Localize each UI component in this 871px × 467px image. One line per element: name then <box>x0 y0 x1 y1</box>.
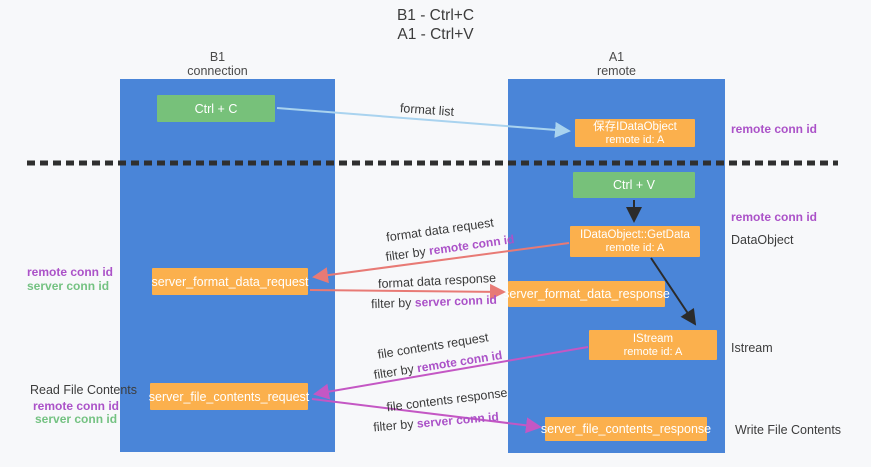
annotation-write-file-contents: Write File Contents <box>735 423 842 437</box>
node-save-idataobject: 保存IDataObject remote id: A <box>575 119 695 147</box>
node-server-file-contents-request: server_file_contents_request <box>149 383 309 410</box>
annotation-istream: Istream <box>731 341 773 355</box>
title-line-1: B1 - Ctrl+C <box>396 7 475 24</box>
node-idataobject-getdata: IDataObject::GetData remote id: A <box>570 226 700 257</box>
column-a1-name: A1 <box>608 50 625 64</box>
annotation-remote-conn-id-top: remote conn id <box>731 122 818 136</box>
column-b1-name: B1 <box>209 50 226 64</box>
filter-by-text: filter by <box>370 295 416 312</box>
node-save-idataobject-remote-id: remote id: A <box>605 133 665 146</box>
filter-by-text: filter by <box>372 361 419 383</box>
node-istream: IStream remote id: A <box>589 330 717 360</box>
annotation-remote-conn-id-left: remote conn id <box>27 265 114 279</box>
node-ctrl-c: Ctrl + C <box>157 95 275 122</box>
annotation-server-conn-id-bottom-left: server conn id <box>35 412 118 426</box>
filter-by-text: filter by <box>372 416 418 435</box>
node-save-idataobject-title: 保存IDataObject <box>593 120 677 133</box>
node-istream-remote-id: remote id: A <box>623 345 683 358</box>
format-list-label: format list <box>399 101 455 119</box>
format-data-response-label: format data response <box>377 270 497 292</box>
filter-by-text: filter by <box>384 244 431 264</box>
column-header-a1: A1 remote <box>508 50 725 78</box>
node-server-format-data-request: server_format_data_request <box>151 268 309 295</box>
node-ctrl-v: Ctrl + V <box>573 172 695 198</box>
node-server-format-data-response: server_format_data_response <box>503 281 670 307</box>
format-data-response-filter-label: filter by server conn id <box>371 293 497 311</box>
server-conn-id-text: server conn id <box>416 409 500 431</box>
format-data-response-arrow <box>309 283 506 300</box>
page-title: B1 - Ctrl+C A1 - Ctrl+V <box>0 6 871 44</box>
annotation-remote-conn-id-bottom-left: remote conn id <box>33 399 120 413</box>
node-server-file-contents-response: server_file_contents_response <box>541 417 711 441</box>
annotation-remote-conn-id-mid: remote conn id <box>731 210 818 224</box>
node-getdata-title: IDataObject::GetData <box>580 229 690 241</box>
annotation-server-conn-id-left: server conn id <box>27 279 110 293</box>
node-istream-title: IStream <box>632 332 674 345</box>
annotation-read-file-contents: Read File Contents <box>30 383 138 397</box>
column-a1-subtitle: remote <box>597 63 636 78</box>
title-line-2: A1 - Ctrl+V <box>397 26 474 43</box>
node-getdata-remote-id: remote id: A <box>605 242 665 254</box>
server-conn-id-text: server conn id <box>414 292 498 310</box>
column-header-b1: B1 connection <box>120 50 315 78</box>
annotation-dataobject: DataObject <box>731 233 794 247</box>
column-b1-subtitle: connection <box>187 63 248 78</box>
